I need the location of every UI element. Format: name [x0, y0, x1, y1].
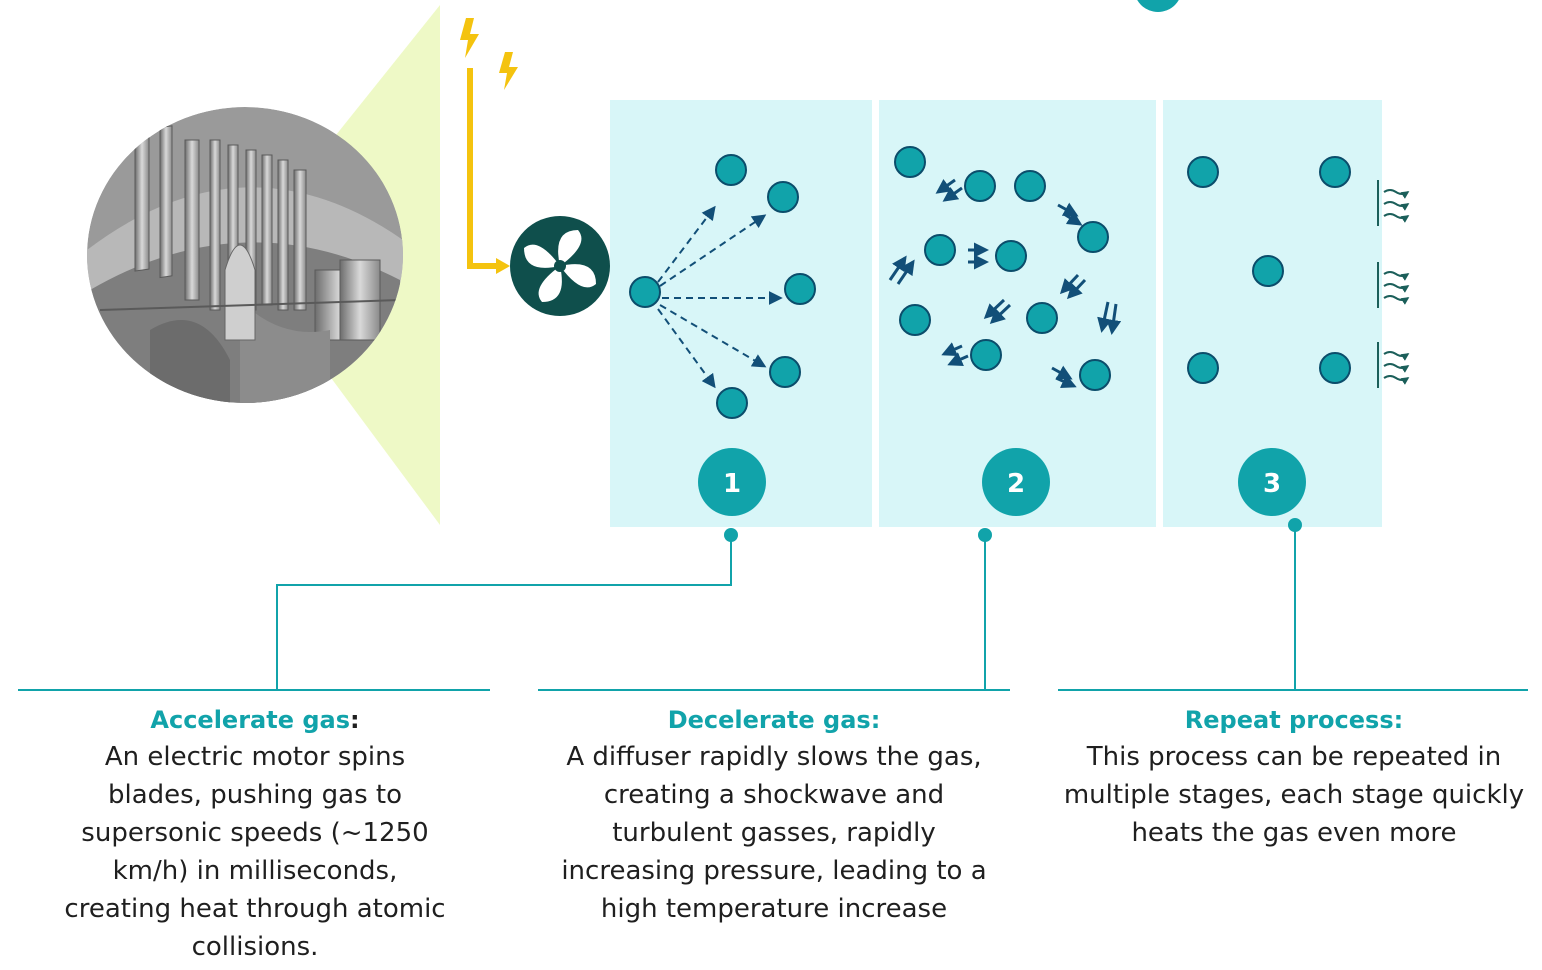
stage-1-number: 1: [723, 469, 741, 499]
stage-3-badge: 3: [1238, 448, 1306, 516]
stage-3-text: This process can be repeated in multiple…: [1063, 742, 1525, 848]
stage-1-arrows: [657, 205, 783, 389]
power-line: [467, 68, 500, 269]
stage-2-collision-arrows: [888, 178, 1122, 388]
stage-2-text: A diffuser rapidly slows the gas, creati…: [561, 742, 987, 924]
stage-3-molecules: [1187, 156, 1351, 384]
stage-1-molecules: [629, 154, 816, 419]
stage-1-badge: 1: [698, 448, 766, 516]
stage-3-heading: Repeat process:: [1184, 706, 1404, 734]
stage-3-number: 3: [1263, 469, 1281, 499]
connector-lines: [18, 525, 1528, 691]
stage-1-heading: Accelerate gas:: [150, 706, 360, 734]
stage-3-caption: Repeat process: This process can be repe…: [1058, 702, 1530, 852]
stage-2-number: 2: [1007, 469, 1025, 499]
stage-2-badge: 2: [982, 448, 1050, 516]
fan-icon: [510, 216, 610, 316]
heat-waves-icon: [1377, 180, 1410, 388]
stage-1-text: An electric motor spins blades, pushing …: [64, 742, 446, 962]
stage-2-molecules: [894, 146, 1111, 391]
legend-circle-partial: [1137, 0, 1179, 12]
stage-2-heading: Decelerate gas:: [667, 706, 881, 734]
lightning-bolt-icon: [460, 18, 518, 90]
stage-2-caption: Decelerate gas: A diffuser rapidly slows…: [538, 702, 1010, 928]
turbine-blades-illustration: [87, 107, 403, 403]
stage-1-caption: Accelerate gas: An electric motor spins …: [20, 702, 490, 966]
